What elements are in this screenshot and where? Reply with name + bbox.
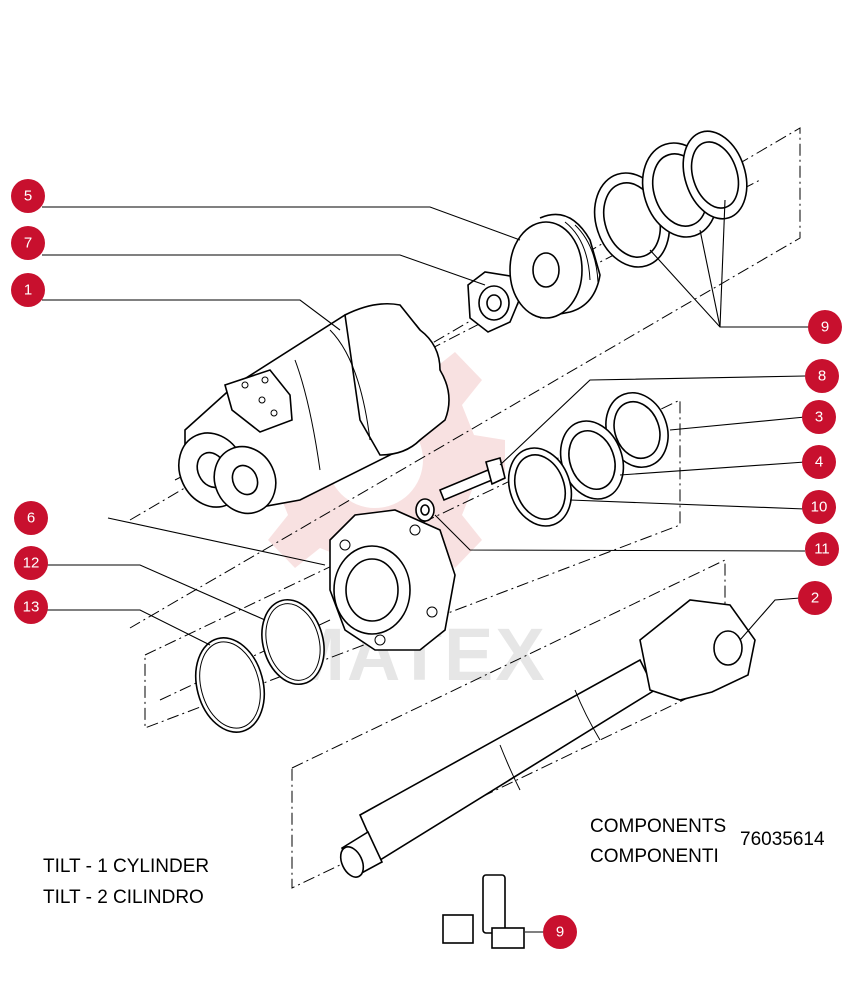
callout-3: 3 xyxy=(802,400,836,434)
callout-1: 1 xyxy=(11,273,45,307)
leader-lines xyxy=(42,199,825,933)
callout-8: 8 xyxy=(805,359,839,393)
title-en: TILT - 1 CYLINDER xyxy=(43,856,209,877)
callout-2: 2 xyxy=(798,581,832,615)
svg-text:9: 9 xyxy=(821,319,829,336)
hex-nut xyxy=(467,271,521,333)
callout-9-kit: 9 xyxy=(543,915,577,949)
svg-text:4: 4 xyxy=(815,454,823,471)
svg-text:1: 1 xyxy=(24,282,32,299)
svg-text:6: 6 xyxy=(27,510,35,527)
callout-9: 9 xyxy=(808,310,842,344)
components-label-it: COMPONENTI xyxy=(590,846,719,867)
svg-text:3: 3 xyxy=(815,409,823,426)
o-rings xyxy=(194,598,325,733)
piston xyxy=(509,213,601,319)
callout-5: 5 xyxy=(11,179,45,213)
svg-text:2: 2 xyxy=(811,590,819,607)
piston-seals xyxy=(593,130,748,268)
rod-seals xyxy=(415,392,669,527)
callout-13: 13 xyxy=(14,590,48,624)
svg-text:9: 9 xyxy=(556,924,564,941)
cylinder-head xyxy=(329,509,456,651)
svg-text:11: 11 xyxy=(814,541,830,558)
piston-rod xyxy=(339,599,756,878)
callout-4: 4 xyxy=(802,445,836,479)
callout-10: 10 xyxy=(802,490,836,524)
svg-text:10: 10 xyxy=(811,499,828,516)
part-number: 76035614 xyxy=(740,829,825,850)
svg-text:12: 12 xyxy=(23,555,40,572)
components-label-en: COMPONENTS xyxy=(590,816,726,837)
svg-text:8: 8 xyxy=(818,368,826,385)
cylinder-barrel xyxy=(178,302,450,515)
callout-6: 6 xyxy=(14,501,48,535)
svg-text:7: 7 xyxy=(24,235,32,252)
seal-kit-icon xyxy=(442,874,525,949)
callout-7: 7 xyxy=(11,226,45,260)
svg-text:5: 5 xyxy=(24,188,32,205)
title-it: TILT - 2 CILINDRO xyxy=(43,887,204,908)
callout-11: 11 xyxy=(805,532,839,566)
svg-text:13: 13 xyxy=(23,599,40,616)
callout-12: 12 xyxy=(14,546,48,580)
